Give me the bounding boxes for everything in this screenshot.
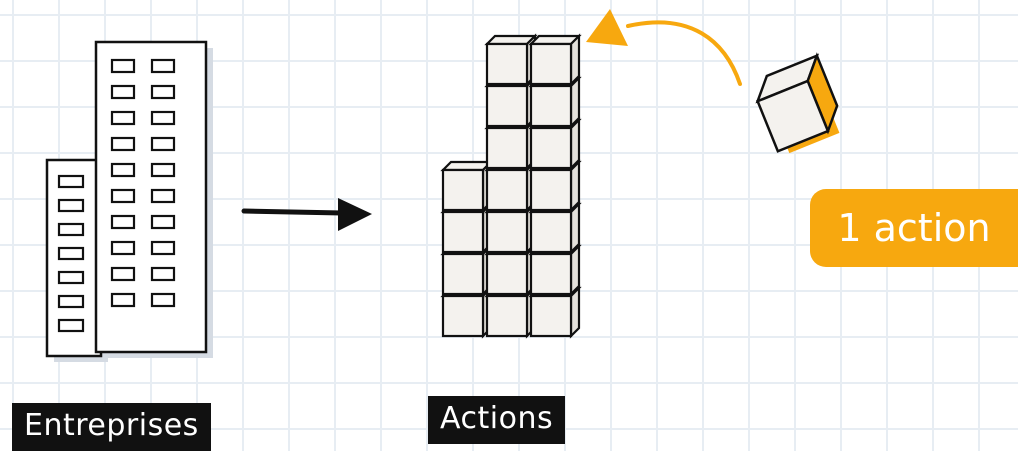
one-action-badge: 1 action (810, 189, 1018, 267)
entreprises-label: Entreprises (12, 403, 211, 451)
building-icon (47, 42, 213, 362)
curved-arrow-icon (586, 9, 740, 84)
arrow-right-icon (244, 198, 372, 231)
cube-stack-icon (443, 36, 579, 336)
cube-icon (750, 56, 847, 157)
actions-label: Actions (428, 396, 565, 444)
